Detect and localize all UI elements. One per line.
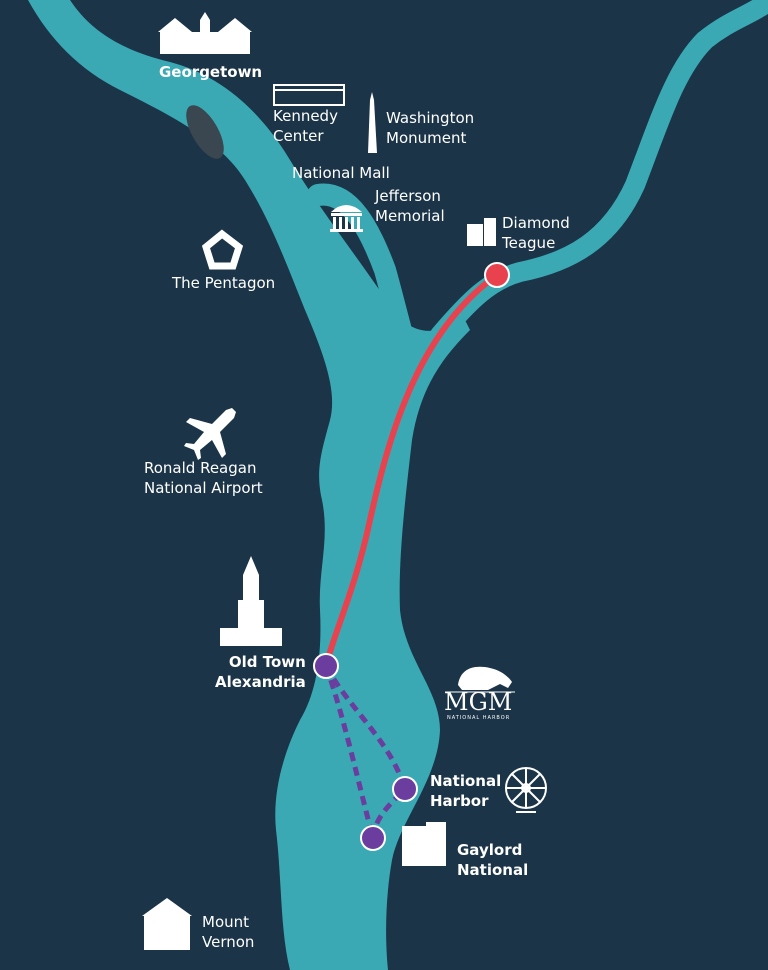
washington-monument-icon	[368, 92, 377, 153]
stop-old-town[interactable]	[313, 653, 339, 679]
washington-channel	[307, 183, 416, 356]
label-kennedy-center: Kennedy Center	[273, 107, 338, 145]
pentagon-icon	[201, 229, 244, 270]
mount-vernon-house-icon	[142, 898, 192, 950]
mgm-lion-logo	[445, 666, 515, 693]
label-diamond-teague: Diamond Teague	[502, 214, 570, 252]
label-airport: Ronald Reagan National Airport	[144, 459, 263, 497]
label-mgm: MGM	[444, 688, 513, 716]
label-national-mall: National Mall	[292, 164, 390, 182]
label-gaylord: Gaylord National	[457, 841, 529, 879]
potomac-river	[28, 0, 470, 970]
stop-diamond-teague[interactable]	[484, 262, 510, 288]
stop-gaylord[interactable]	[360, 825, 386, 851]
label-georgetown: Georgetown	[159, 63, 263, 81]
gaylord-hotel-icon	[402, 822, 446, 866]
label-old-town: Old Town Alexandria	[215, 653, 306, 691]
label-mount-vernon: Mount Vernon	[202, 913, 255, 951]
route-old-town-national-harbor	[323, 664, 408, 790]
route-old-town-gaylord	[323, 665, 376, 839]
label-mgm-sub: NATIONAL HARBOR	[447, 715, 511, 721]
ferris-wheel-icon	[505, 767, 547, 813]
label-pentagon: The Pentagon	[172, 274, 276, 292]
stop-national-harbor[interactable]	[392, 776, 418, 802]
georgetown-building-icon	[158, 12, 252, 54]
label-national-harbor: National Harbor	[430, 772, 502, 810]
old-town-tower-icon	[220, 556, 282, 646]
label-jefferson-memorial: Jefferson Memorial	[375, 187, 445, 225]
theodore-roosevelt-island	[186, 105, 224, 159]
diamond-teague-building-icon	[467, 218, 496, 246]
kennedy-center-icon	[273, 84, 345, 106]
jefferson-memorial-icon	[330, 205, 363, 232]
water-taxi-route	[323, 272, 500, 669]
airplane-icon	[184, 408, 236, 460]
label-washington-monument: Washington Monument	[386, 109, 475, 147]
